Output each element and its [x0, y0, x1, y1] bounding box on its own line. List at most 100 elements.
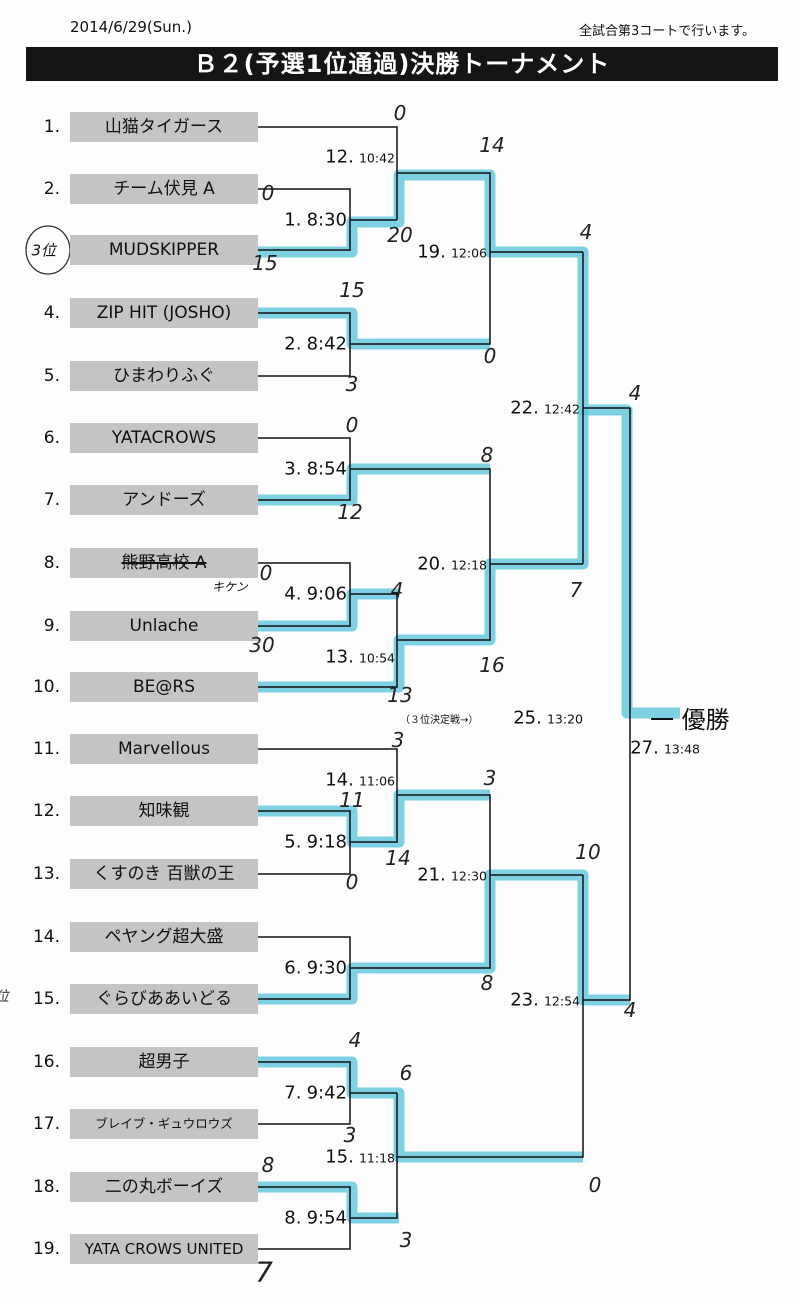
match-label: 15. 11:18	[325, 1147, 395, 1168]
team-box: 知味観	[70, 796, 258, 826]
seed-number: 11.	[32, 739, 60, 759]
score: 8	[480, 443, 494, 467]
date: 2014/6/29(Sun.)	[70, 18, 192, 36]
match-label: 1. 8:30	[284, 210, 347, 231]
score: 14	[479, 133, 505, 157]
match-label: 13. 10:54	[325, 647, 395, 668]
score: 7	[569, 578, 583, 602]
seed15-handwritten-mark: 2位	[0, 986, 9, 1006]
score: 4	[390, 578, 404, 602]
match-number: 13.	[325, 646, 354, 668]
team-box: ひまわりふぐ	[70, 361, 258, 391]
match-label: 23. 12:54	[510, 990, 580, 1011]
score: 3	[391, 728, 405, 752]
match-time: 8:30	[306, 209, 347, 231]
match-number: 15.	[325, 1146, 354, 1168]
seed-number: 12.	[32, 801, 60, 821]
seed-number: 9.	[43, 616, 60, 636]
score: 16	[479, 653, 505, 677]
match-number: 22.	[510, 397, 539, 419]
match-number: 20.	[417, 553, 446, 575]
match-number: 5.	[284, 831, 302, 853]
match-label: 25. 13:20	[513, 708, 583, 729]
match-number: 7.	[284, 1082, 302, 1104]
match-time: 9:54	[306, 1207, 347, 1229]
score: 0	[393, 101, 407, 125]
team-box: 二の丸ボーイズ	[70, 1172, 258, 1202]
match-label: 3. 8:54	[284, 459, 347, 480]
match-time: 10:54	[358, 650, 395, 666]
match-time: 10:42	[358, 150, 395, 166]
match-time: 12:18	[450, 557, 487, 573]
team-box: Marvellous	[70, 734, 258, 764]
match-time: 12:06	[450, 245, 487, 261]
team-box: BE@RS	[70, 672, 258, 702]
match-number: 4.	[284, 583, 302, 605]
team-name: 熊野高校 A	[121, 553, 207, 573]
score: 13	[387, 683, 413, 707]
score: 0	[345, 413, 359, 437]
match-label: 8. 9:54	[284, 1208, 347, 1229]
score: 14	[385, 846, 411, 870]
match-number: 1.	[284, 209, 302, 231]
match-label: 5. 9:18	[284, 832, 347, 853]
score: 4	[628, 381, 642, 405]
score: 15	[252, 251, 278, 275]
bracket-black-lines	[258, 126, 631, 1250]
seed3-handwritten-mark: 3位	[31, 241, 56, 260]
match-time: 8:54	[306, 458, 347, 480]
match-label: 20. 12:18	[417, 554, 487, 575]
match-time: 11:06	[358, 773, 395, 789]
seed-number: 17.	[32, 1114, 60, 1134]
match-number: 12.	[325, 146, 354, 168]
team-box: MUDSKIPPER	[70, 235, 258, 265]
seed-number: 1.	[43, 117, 60, 137]
match-number: 25.	[513, 707, 542, 729]
final-match-label: 27. 13:48	[630, 738, 700, 759]
seed-number: 7.	[43, 490, 60, 510]
seed-number: 15.	[32, 989, 60, 1009]
match-number: 27.	[630, 737, 659, 759]
match-time: 12:54	[543, 993, 580, 1009]
score: 4	[348, 1028, 362, 1052]
score: 3	[399, 1228, 413, 1252]
match-label: 22. 12:42	[510, 398, 580, 419]
score: 11	[339, 788, 365, 812]
match-time: 9:42	[306, 1082, 347, 1104]
seed-number: 18.	[32, 1177, 60, 1197]
match-label: 4. 9:06	[284, 584, 347, 605]
match-number: 6.	[284, 957, 302, 979]
score: 20	[387, 223, 413, 247]
seed-number: 19.	[32, 1239, 60, 1259]
score: 8	[261, 1153, 275, 1177]
seed-number: 16.	[32, 1052, 60, 1072]
match-time: 12:30	[450, 868, 487, 884]
seed-number: 8.	[43, 553, 60, 573]
seed-number: 6.	[43, 428, 60, 448]
match-time: 9:30	[306, 957, 347, 979]
match-label: 12. 10:42	[325, 147, 395, 168]
page-title: Ｂ２(予選1位通過)決勝トーナメント	[26, 47, 778, 81]
match-time: 13:48	[663, 741, 700, 757]
team-box: YATA CROWS UNITED	[70, 1234, 258, 1264]
team-box: ペヤング超大盛	[70, 922, 258, 952]
match-time: 13:20	[546, 711, 583, 727]
team-box: ZIP HIT (JOSHO)	[70, 298, 258, 328]
score: 0	[345, 870, 359, 894]
score: 0	[259, 561, 273, 585]
score: 3	[343, 1123, 357, 1147]
score: 30	[249, 633, 275, 657]
team-box: ぐらびああいどる	[70, 984, 258, 1014]
match-label: 21. 12:30	[417, 865, 487, 886]
match-time: 12:42	[543, 401, 580, 417]
match-label: 2. 8:42	[284, 334, 347, 355]
match-number: 2.	[284, 333, 302, 355]
score: 7	[255, 1255, 273, 1289]
match-time: 11:18	[358, 1150, 395, 1166]
team-box: YATACROWS	[70, 423, 258, 453]
seed-number: 4.	[43, 303, 60, 323]
match-label: 7. 9:42	[284, 1083, 347, 1104]
match-time: 9:06	[306, 583, 347, 605]
team-box: チーム伏見 A	[70, 174, 258, 204]
